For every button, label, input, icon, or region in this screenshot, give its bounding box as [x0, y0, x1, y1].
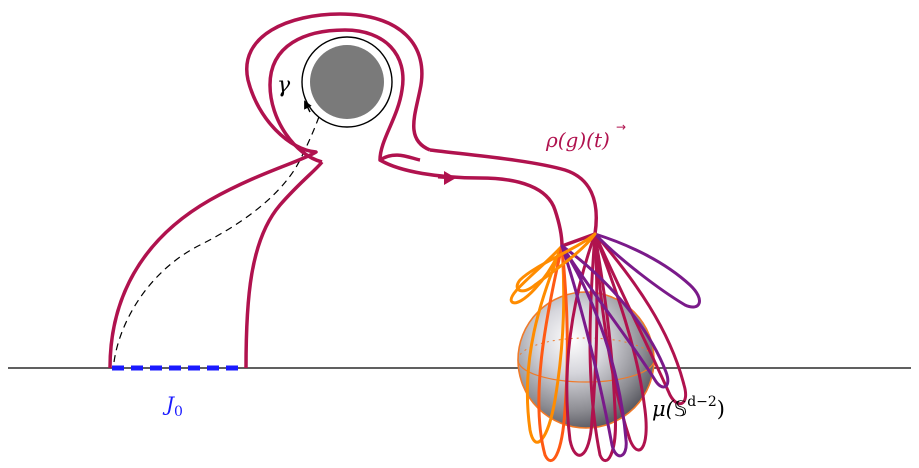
loop-purple-3 [560, 244, 628, 458]
loop-purple-2 [560, 244, 670, 389]
j0-label: J0 [162, 392, 183, 420]
dashed-path [113, 113, 321, 363]
gamma-label: γ [277, 73, 291, 98]
gamma-arrow [304, 100, 312, 113]
loop-orange-red [537, 244, 569, 463]
rho-label: ρ(g)(t) [545, 128, 610, 152]
sphere-equator-back [517, 337, 655, 361]
mu-label: μ(𝕊d−2) [652, 394, 725, 421]
loop-purple-1 [593, 232, 701, 309]
loop-orange-2 [515, 232, 597, 293]
obstacle-disc [310, 45, 384, 119]
loop-crimson-3 [593, 232, 648, 452]
rho-vector-arrow: → [616, 120, 626, 134]
gamma-loop [301, 36, 393, 128]
fan-loops [509, 232, 701, 463]
loop-crimson-4 [593, 232, 687, 406]
main-curve [108, 12, 598, 369]
main-curve-arrowhead [444, 171, 456, 185]
